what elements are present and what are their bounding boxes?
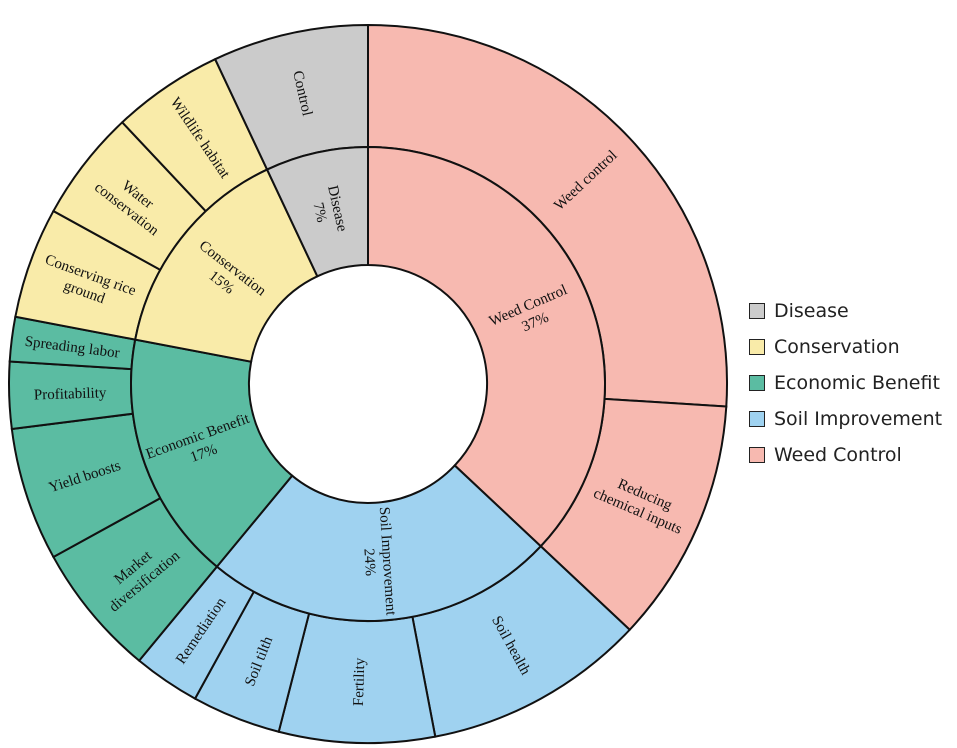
legend-label-weed-control: Weed Control <box>774 444 902 466</box>
segment-economic-benefit <box>130 338 294 569</box>
legend-item-soil-improvement: Soil Improvement <box>749 401 942 437</box>
segment-weed-control <box>367 145 606 548</box>
segment-conservation <box>134 168 319 363</box>
legend-swatch-soil-improvement <box>749 411 765 427</box>
legend-item-weed-control: Weed Control <box>749 437 942 473</box>
label-soil-improvement: Soil Improvement24% <box>358 506 399 617</box>
legend-swatch-disease <box>749 303 765 319</box>
legend-label-soil-improvement: Soil Improvement <box>774 408 943 430</box>
legend-swatch-weed-control <box>749 447 765 463</box>
legend-item-disease: Disease <box>749 293 942 329</box>
legend-label-disease: Disease <box>774 300 849 322</box>
legend-swatch-economic-benefit <box>749 375 765 391</box>
legend-item-economic-benefit: Economic Benefit <box>749 365 942 401</box>
legend: Disease Conservation Economic Benefit So… <box>749 293 942 473</box>
label-fertility: Fertility <box>351 657 369 706</box>
legend-swatch-conservation <box>749 339 765 355</box>
segment-soil-improvement <box>215 464 543 622</box>
legend-item-conservation: Conservation <box>749 329 942 365</box>
legend-label-economic-benefit: Economic Benefit <box>774 372 940 394</box>
legend-label-conservation: Conservation <box>774 336 900 358</box>
segment-disease <box>265 145 369 278</box>
label-profitability: Profitability <box>34 385 107 403</box>
